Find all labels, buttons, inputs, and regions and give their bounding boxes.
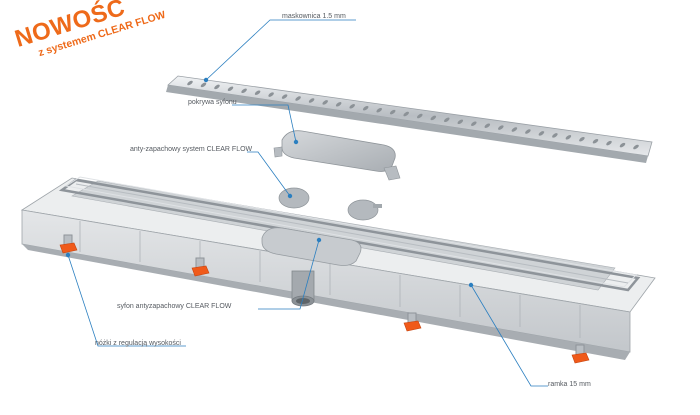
grate-slot <box>565 135 572 140</box>
grate-slot <box>362 105 369 111</box>
grate-slot <box>187 80 193 86</box>
grate-slot <box>227 86 234 92</box>
label-feet: nóżki z regulacją wysokości <box>95 340 181 347</box>
grate-slot <box>511 127 518 132</box>
grate-slot <box>281 94 288 99</box>
outlet-pipe <box>291 270 315 307</box>
grate <box>166 75 653 163</box>
grate-slot <box>525 129 531 134</box>
grate-slot <box>295 96 301 101</box>
orange-foot <box>191 265 210 277</box>
grate-slot <box>633 144 639 150</box>
grate-slot <box>579 136 585 142</box>
grate-slot <box>457 119 464 125</box>
grate-slot <box>417 113 423 119</box>
grate-slot <box>254 90 261 95</box>
grate-slot <box>403 111 409 117</box>
grate-slot <box>322 100 328 105</box>
orange-foot <box>59 242 78 254</box>
grate-slot <box>538 131 545 136</box>
adjustable-feet <box>59 234 590 364</box>
frame <box>58 176 641 292</box>
grate-slot <box>619 142 626 148</box>
grate-slot <box>430 115 437 121</box>
leader-lines <box>65 19 548 387</box>
orange-foot <box>403 320 422 332</box>
siphon-insert <box>261 227 362 266</box>
drain-channel <box>20 177 656 360</box>
grate-slot <box>484 123 491 128</box>
grate-slot <box>214 84 220 90</box>
grate-slot <box>606 140 612 146</box>
grate-slot <box>308 98 315 103</box>
grate-slot <box>444 117 450 123</box>
grate-slot <box>498 125 504 130</box>
grate-slot <box>376 107 382 113</box>
siphon-cover <box>273 130 401 181</box>
label-frame: ramka 15 mm <box>548 381 591 388</box>
grate-slot <box>552 133 558 138</box>
anti-odour-discs <box>278 187 382 221</box>
grate-slot <box>471 121 477 126</box>
grate-slot <box>335 102 342 107</box>
orange-foot <box>571 352 590 364</box>
grate-slot <box>349 104 355 109</box>
grate-slot <box>592 138 599 144</box>
label-siphon: syfon antyzapachowy CLEAR FLOW <box>117 303 232 310</box>
grate-slot <box>241 88 247 94</box>
grate-slot <box>200 82 207 88</box>
label-anti-odour: anty-zapachowy system CLEAR FLOW <box>130 146 253 153</box>
label-grate: maskownica 1.5 mm <box>282 13 346 20</box>
grate-slot <box>268 92 274 97</box>
label-trap-cover: pokrywa syfonu <box>188 99 237 106</box>
grate-slot <box>389 109 396 115</box>
